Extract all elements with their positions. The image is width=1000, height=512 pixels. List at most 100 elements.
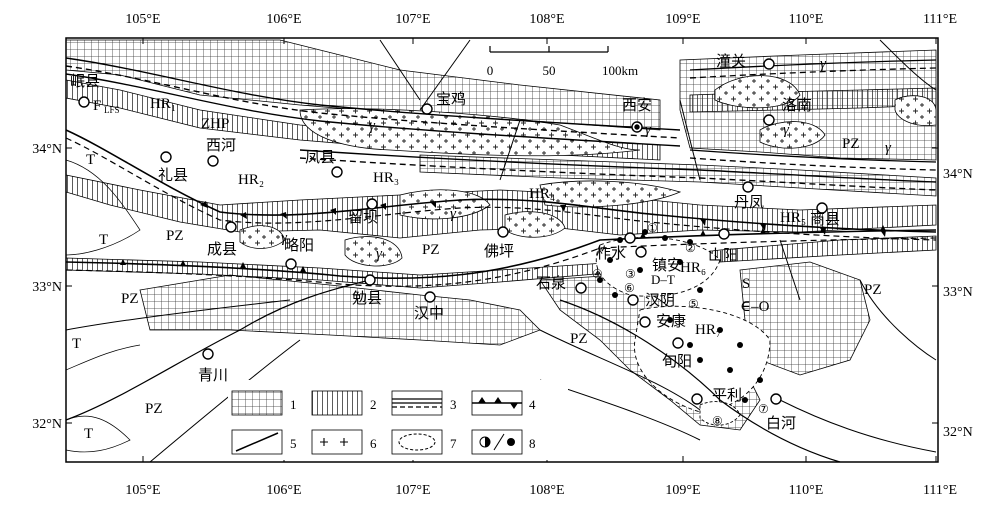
lat-label: 32°N [32,417,62,432]
gamma-label: γ [369,118,376,134]
city-lixian: 礼县 [158,166,188,184]
middle-belt [65,174,937,267]
city-hanyin: 汉阴 [645,291,675,309]
city-shangxian: 商县 [810,210,840,228]
lon-label: 107°E [395,12,430,27]
lat-label: 34°N [943,167,973,182]
unit-t: T [84,426,93,442]
unit-labels: T T T T PZ PZ PZ PZ PZ PZ PZ S D–T ∈–O Z… [72,56,892,442]
city-danfeng: 丹凤 [734,193,764,211]
label-hr1: HR₁ [150,96,176,112]
deposit-3: ③ [625,267,636,281]
lon-label: 106°E [266,12,301,27]
city-lueyang: 略阳 [284,236,314,254]
faults [65,39,937,463]
unit-pz: PZ [864,282,882,298]
city-luonan: 洛南 [782,96,812,114]
unit-pz: PZ [145,401,163,417]
legend-label-3: 3 [450,397,457,412]
scale-tick-0: 0 [487,63,494,78]
deposit-1: ① [647,221,658,235]
legend-label-4: 4 [529,397,536,412]
city-fengxian: 凤县 [305,148,335,166]
unit-epsilon-o: ∈–O [740,299,770,315]
city-zhashui: 柞水 [596,244,626,262]
city-pingli: 平利 [712,386,742,404]
city-chengxian: 成县 [207,240,237,258]
unit-pz: PZ [166,228,184,244]
longitude-labels-bottom: 105°E 106°E 107°E 108°E 109°E 110°E 111°… [125,483,957,498]
label-flfs: F [93,98,101,114]
lon-label: 105°E [125,483,160,498]
legend: 1 2 3 4 5 6 7 8 [228,380,568,460]
label-zhp: ZHP [201,116,229,132]
latitude-labels-right: 34°N 33°N 32°N [943,167,973,440]
city-ankang: 安康 [656,312,686,330]
lon-label: 110°E [789,483,824,498]
deposit-6: ⑥ [624,281,635,295]
legend-label-8: 8 [529,436,536,451]
lon-label: 105°E [125,12,160,27]
label-hr2: HR₂ [238,172,264,188]
city-minxian: 岷县 [70,72,100,90]
label-hr4: HR₄ [529,186,555,202]
label-hr7: HR₇ [695,322,721,338]
lon-label: 111°E [923,483,957,498]
lon-label: 107°E [395,483,430,498]
city-foping: 佛坪 [484,242,514,260]
gamma-label: γ [281,230,288,246]
legend-swatch-5 [231,429,283,455]
legend-label-6: 6 [370,436,377,451]
unit-pz: PZ [422,242,440,258]
city-shanyang: 山阳 [708,246,738,264]
lon-label: 106°E [266,483,301,498]
lon-label: 109°E [665,12,700,27]
city-baihe: 白河 [766,414,796,432]
deposit-8: ⑧ [712,414,723,428]
deposit-numbers: ① ② ③ ④ ⑤ ⑥ ⑦ ⑧ [592,221,769,428]
lon-label: 109°E [665,483,700,498]
label-hr3: HR₃ [373,170,399,186]
deposit-markers [597,229,763,403]
unit-d-t: D–T [651,272,675,287]
gamma-label: γ [450,206,457,222]
longitude-labels-top: 105°E 106°E 107°E 108°E 109°E 110°E 111°… [125,12,957,27]
unit-t: T [86,152,95,168]
legend-swatch-2 [311,390,363,416]
city-hanzhong: 汉中 [414,304,444,322]
city-qingchuan: 青川 [198,366,228,384]
latitude-labels-left: 34°N 33°N 32°N [32,142,62,432]
legend-label-2: 2 [370,397,377,412]
gamma-label: γ [645,122,652,138]
lon-label: 110°E [789,12,824,27]
lon-label: 108°E [529,483,564,498]
gamma-label: γ [376,246,383,262]
gamma-label: γ [885,140,892,156]
city-xian: 西安 [622,96,652,114]
unit-pz: PZ [121,291,139,307]
northern-belt [65,39,937,197]
lon-label: 111°E [923,12,957,27]
city-xunyang: 旬阳 [662,352,692,370]
deposit-7: ⑦ [758,402,769,416]
city-labels: 岷县 宝鸡 西安 潼关 洛南 礼县 西河 凤县 留坝 丹凤 商县 成县 略阳 佛… [70,52,840,432]
scale-bar: 0 50 100km [480,46,638,78]
city-markers [78,58,828,405]
gamma-label: γ [820,56,827,72]
city-shiquan: 石泉 [536,274,566,292]
city-mianxian: 勉县 [352,289,382,307]
label-hr6: HR₆ [680,260,706,276]
lat-label: 34°N [32,142,62,157]
lat-label: 33°N [943,285,973,300]
city-liuba: 留坝 [348,208,378,226]
deposit-4: ④ [592,267,603,281]
unit-s: S [742,276,750,292]
label-hr5: HR₅ [780,210,806,226]
legend-label-1: 1 [290,397,297,412]
unit-pz: PZ [842,136,860,152]
unit-pz: PZ [570,331,588,347]
legend-label-7: 7 [450,436,457,451]
city-zhenan: 镇安 [652,256,682,274]
unit-t: T [99,232,108,248]
